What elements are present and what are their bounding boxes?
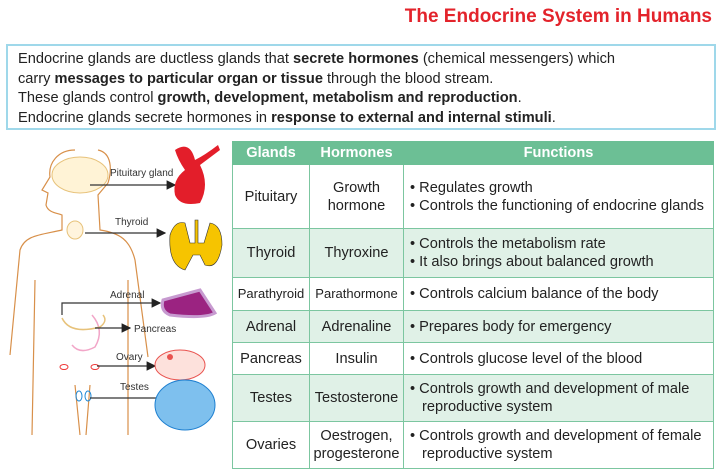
pituitary-icon xyxy=(174,145,220,204)
thyroid-small-icon xyxy=(66,220,84,240)
pancreas-small-icon xyxy=(61,314,106,331)
hormone-cell: Insulin xyxy=(309,342,404,375)
gland-cell: Pancreas xyxy=(232,342,310,375)
header-functions: Functions xyxy=(403,141,714,165)
gland-cell: Pituitary xyxy=(232,164,310,229)
label-pituitary: Pituitary gland xyxy=(110,168,173,179)
page-title: The Endocrine System in Humans xyxy=(404,6,712,27)
label-pancreas: Pancreas xyxy=(134,324,176,335)
table-row: Parathyroid Parathormone Controls calciu… xyxy=(232,277,714,311)
adrenal-icon xyxy=(160,288,218,319)
functions-cell: Controls growth and development of femal… xyxy=(403,421,714,469)
label-testes: Testes xyxy=(120,382,149,393)
ovary-icon xyxy=(154,349,206,381)
hormone-cell: Oestrogen, progesterone xyxy=(309,421,404,469)
label-adrenal: Adrenal xyxy=(110,290,144,301)
testes-small-icon xyxy=(75,390,92,402)
table-row: Pancreas Insulin Controls glucose level … xyxy=(232,342,714,375)
functions-cell: Controls growth and development of male … xyxy=(403,374,714,422)
header-hormones: Hormones xyxy=(309,141,404,165)
brain-icon xyxy=(51,156,109,194)
human-body-illustration: Pituitary gland Thyroid Adrenal Pancreas… xyxy=(9,145,223,436)
gland-cell: Parathyroid xyxy=(232,277,310,311)
functions-cell: Controls calcium balance of the body xyxy=(403,277,714,311)
hormone-cell: Parathormone xyxy=(309,277,404,311)
table-row: Testes Testosterone Controls growth and … xyxy=(232,374,714,422)
hormone-cell: Adrenaline xyxy=(309,310,404,343)
stomach-icon xyxy=(71,314,101,352)
ovary-small-icon xyxy=(59,364,69,370)
intro-box: Endocrine glands are ductless glands tha… xyxy=(6,44,716,130)
functions-cell: Regulates growthControls the functioning… xyxy=(403,164,714,229)
follicle-icon xyxy=(167,354,173,360)
thyroid-icon xyxy=(169,219,223,271)
table-row: Adrenal Adrenaline Prepares body for eme… xyxy=(232,310,714,343)
endocrine-table: Glands Hormones Functions Pituitary Grow… xyxy=(232,141,714,469)
intro-line: Endocrine glands are ductless glands tha… xyxy=(18,51,616,67)
gland-cell: Adrenal xyxy=(232,310,310,343)
hormone-cell: Thyroxine xyxy=(309,228,404,278)
hormone-cell: Growth hormone xyxy=(309,164,404,229)
functions-cell: Prepares body for emergency xyxy=(403,310,714,343)
body-outline xyxy=(9,149,149,436)
gland-cell: Testes xyxy=(232,374,310,422)
functions-cell: Controls glucose level of the blood xyxy=(403,342,714,375)
header-glands: Glands xyxy=(232,141,310,165)
gland-cell: Thyroid xyxy=(232,228,310,278)
label-thyroid: Thyroid xyxy=(115,217,148,228)
functions-cell: Controls the metabolism rateIt also brin… xyxy=(403,228,714,278)
intro-line: These glands control growth, development… xyxy=(18,90,522,106)
intro-line: carry messages to particular organ or ti… xyxy=(18,70,494,87)
table-row: Thyroid Thyroxine Controls the metabolis… xyxy=(232,228,714,278)
intro-line: Endocrine glands secrete hormones in res… xyxy=(18,109,556,126)
ovary-small-icon xyxy=(90,364,100,370)
gland-cell: Ovaries xyxy=(232,421,310,469)
testis-icon xyxy=(154,379,216,431)
table-row: Pituitary Growth hormone Regulates growt… xyxy=(232,164,714,229)
label-ovary: Ovary xyxy=(116,352,143,363)
hormone-cell: Testosterone xyxy=(309,374,404,422)
table-row: Ovaries Oestrogen, progesterone Controls… xyxy=(232,421,714,469)
